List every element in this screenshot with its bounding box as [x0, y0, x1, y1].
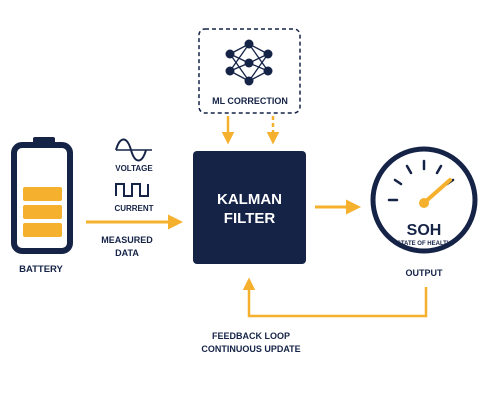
square-wave-icon [115, 183, 149, 197]
gauge-title: SOH [407, 222, 442, 239]
kalman-label-line1: KALMAN [217, 191, 282, 208]
feedback-label-line2: CONTINUOUS UPDATE [201, 344, 300, 354]
output-label: OUTPUT [406, 268, 444, 278]
neural-network-icon [225, 39, 273, 86]
battery-level-bar [23, 205, 62, 219]
ml-correction-box [198, 28, 301, 114]
measured-label-line1: MEASURED [101, 235, 153, 245]
gauge-icon [370, 146, 478, 254]
measured-label-line2: DATA [115, 248, 139, 258]
ml-correction-label: ML CORRECTION [212, 96, 288, 106]
kalman-label-line2: FILTER [224, 210, 276, 227]
feedback-label-line1: FEEDBACK LOOP [212, 331, 290, 341]
voltage-label: VOLTAGE [115, 164, 153, 173]
feedback-loop-arrow [242, 277, 428, 318]
current-label: CURRENT [114, 204, 153, 213]
gauge-subtitle: STATE OF HEALTH [397, 241, 451, 247]
battery-icon [11, 137, 73, 254]
battery-level-bar [23, 223, 62, 237]
battery-label: BATTERY [19, 264, 63, 275]
kalman-filter-box [193, 151, 306, 264]
sine-wave-icon [115, 138, 152, 162]
battery-level-bar [23, 187, 62, 201]
